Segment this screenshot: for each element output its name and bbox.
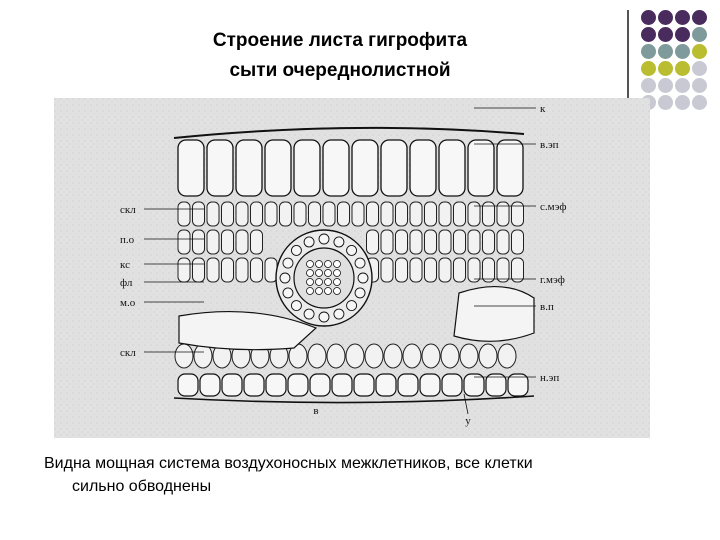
decorative-dot <box>675 78 690 93</box>
lower-epidermis <box>173 373 535 404</box>
figure-label: в.эп <box>540 139 559 151</box>
figure-label: в <box>313 405 318 417</box>
decorative-dot <box>692 61 707 76</box>
decorative-dot <box>692 44 707 59</box>
label-leader-line <box>463 393 469 415</box>
upper-epidermis <box>177 139 524 197</box>
caption-line-2: сильно обводнены <box>72 478 212 495</box>
decorative-dot <box>658 44 673 59</box>
decorative-dot <box>675 27 690 42</box>
title-line-2: сыти очереднолистной <box>229 60 451 81</box>
decorative-dot <box>641 27 656 42</box>
cuticle-line <box>173 126 525 139</box>
decorative-dot <box>641 44 656 59</box>
decorative-dot <box>675 44 690 59</box>
decorative-dot <box>641 61 656 76</box>
decorative-divider <box>627 10 629 110</box>
caption-line-1: Видна мощная система воздухоносных межкл… <box>44 455 533 472</box>
decorative-dot <box>692 78 707 93</box>
leaf-section-drawing: скл п.о кс фл м.о скл к в.эп с.мэф г.мэф в.п н.эп в у <box>54 98 650 438</box>
decorative-dot <box>658 78 673 93</box>
leaf-cross-section-figure: скл п.о кс фл м.о скл к в.эп с.мэф г.мэф в.п н.эп в у <box>54 98 650 438</box>
vascular-bundle <box>275 229 373 327</box>
decorative-dot <box>641 78 656 93</box>
title-line-1: Строение листа гигрофита <box>212 30 468 51</box>
figure-label: у <box>465 415 471 427</box>
figure-label: п.о <box>120 234 135 246</box>
figure-label: м.о <box>120 297 136 309</box>
figure-label: с.мэф <box>540 201 567 213</box>
slide-title: Строение листа гигрофита сыти очередноли… <box>150 26 530 86</box>
figure-label: н.эп <box>540 372 559 384</box>
decorative-dot <box>658 27 673 42</box>
decorative-dot <box>658 61 673 76</box>
decorative-dot-grid <box>641 10 720 120</box>
figure-label: скл <box>120 347 136 359</box>
figure-label: в.п <box>540 301 554 313</box>
figure-label: фл <box>120 277 133 289</box>
slide-caption: Видна мощная система воздухоносных межкл… <box>44 452 694 498</box>
decorative-dot <box>658 10 673 25</box>
air-cavity <box>178 310 318 351</box>
figure-label: скл <box>120 204 136 216</box>
decorative-dot <box>641 10 656 25</box>
figure-label: кс <box>120 259 130 271</box>
decorative-dot <box>658 95 673 110</box>
decorative-dot <box>675 10 690 25</box>
decorative-dot <box>675 95 690 110</box>
air-cavity <box>453 285 535 342</box>
mesophyll-cells <box>174 201 524 369</box>
decorative-dot <box>675 61 690 76</box>
decorative-dot <box>692 10 707 25</box>
decorative-dot <box>692 95 707 110</box>
figure-label: г.мэф <box>540 274 565 286</box>
decorative-dot <box>692 27 707 42</box>
figure-label: к <box>540 103 546 115</box>
